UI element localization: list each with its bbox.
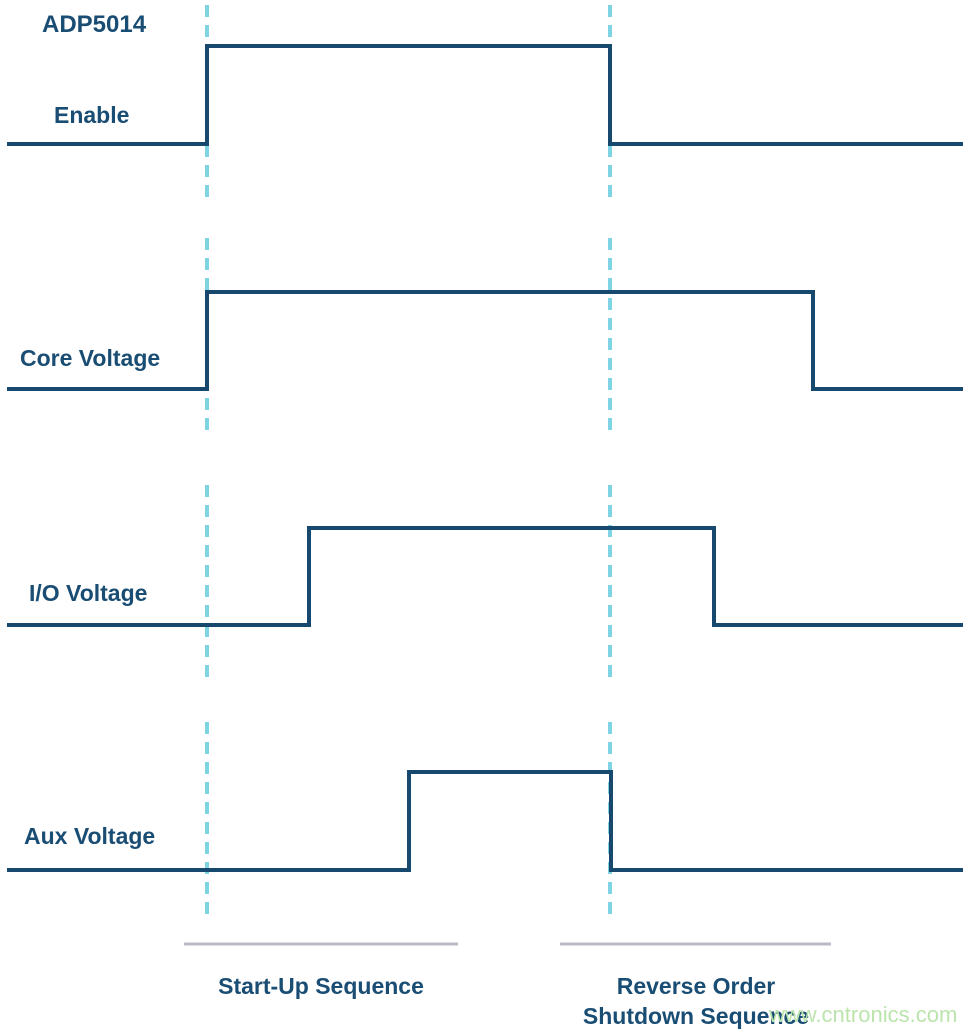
chip-title: ADP5014 xyxy=(42,11,147,38)
shutdown-sequence-text-line2: Shutdown Sequence xyxy=(582,1003,810,1029)
startup-sequence-label: Start-Up Sequence xyxy=(160,971,482,1001)
waveform-0 xyxy=(7,44,963,146)
waveform-1 xyxy=(7,290,963,391)
signal-label-enable: Enable xyxy=(54,102,130,128)
signal-label-aux-voltage: Aux Voltage xyxy=(24,823,156,849)
waveform-3 xyxy=(7,770,963,872)
startup-sequence-text: Start-Up Sequence xyxy=(218,973,424,999)
shutdown-sequence-label: Reverse Order Shutdown Sequence xyxy=(535,971,857,1031)
watermark: www.cntronics.com xyxy=(769,1002,958,1027)
shutdown-sequence-text-line1: Reverse Order xyxy=(616,973,776,999)
signal-label-io-voltage: I/O Voltage xyxy=(29,580,148,606)
signal-label-core-voltage: Core Voltage xyxy=(20,345,161,371)
waveform-2 xyxy=(7,526,963,627)
